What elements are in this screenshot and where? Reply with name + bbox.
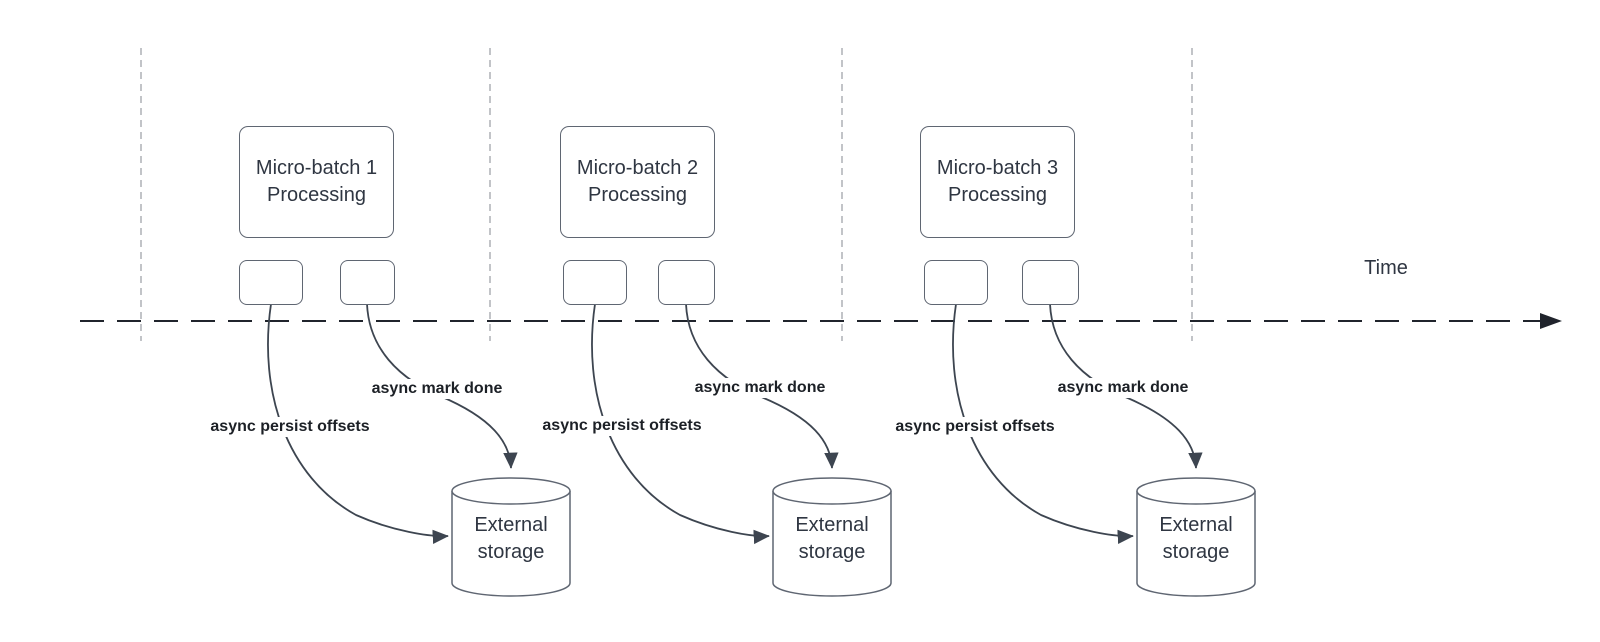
micro-batch-box-1: Micro-batch 1 Processing xyxy=(239,126,394,238)
persist-task-box-3 xyxy=(924,260,988,305)
storage-label-line2: storage xyxy=(477,541,545,563)
micro-batch-title-line1: Micro-batch 3 xyxy=(936,157,1059,179)
persist-offsets-arrow-1 xyxy=(267,303,449,545)
storage-label-line1: External xyxy=(474,514,548,536)
storage-cylinder-1 xyxy=(451,477,571,597)
persist-offsets-arrow-2 xyxy=(591,303,770,545)
storage-label-3: External storage xyxy=(1136,512,1256,566)
persist-offsets-label-2: async persist offsets xyxy=(539,416,705,436)
mark-task-box-2 xyxy=(658,260,715,305)
storage-label-2: External storage xyxy=(772,512,892,566)
micro-batch-title-line1: Micro-batch 1 xyxy=(255,157,378,179)
time-axis-label: Time xyxy=(1364,257,1408,279)
mark-task-box-1 xyxy=(340,260,395,305)
storage-label-line1: External xyxy=(1159,514,1233,536)
storage-label-line1: External xyxy=(795,514,869,536)
mark-done-label-3: async mark done xyxy=(1054,378,1192,398)
storage-label-line2: storage xyxy=(1162,541,1230,563)
persist-offsets-label-3: async persist offsets xyxy=(892,417,1058,437)
mark-task-box-3 xyxy=(1022,260,1079,305)
persist-offsets-label-1: async persist offsets xyxy=(207,417,373,437)
micro-batch-title-line2: Processing xyxy=(948,184,1047,206)
persist-offsets-arrow-3 xyxy=(952,303,1134,545)
micro-batch-title-line2: Processing xyxy=(267,184,366,206)
micro-batch-box-2: Micro-batch 2 Processing xyxy=(560,126,715,238)
micro-batch-title-line1: Micro-batch 2 xyxy=(576,157,699,179)
persist-task-box-1 xyxy=(239,260,303,305)
persist-task-box-2 xyxy=(563,260,627,305)
micro-batch-title-line2: Processing xyxy=(588,184,687,206)
mark-done-label-2: async mark done xyxy=(691,378,829,398)
storage-cylinder-3 xyxy=(1136,477,1256,597)
storage-label-line2: storage xyxy=(798,541,866,563)
mark-done-label-1: async mark done xyxy=(368,379,506,399)
micro-batch-box-3: Micro-batch 3 Processing xyxy=(920,126,1075,238)
storage-label-1: External storage xyxy=(451,512,571,566)
storage-cylinder-2 xyxy=(772,477,892,597)
